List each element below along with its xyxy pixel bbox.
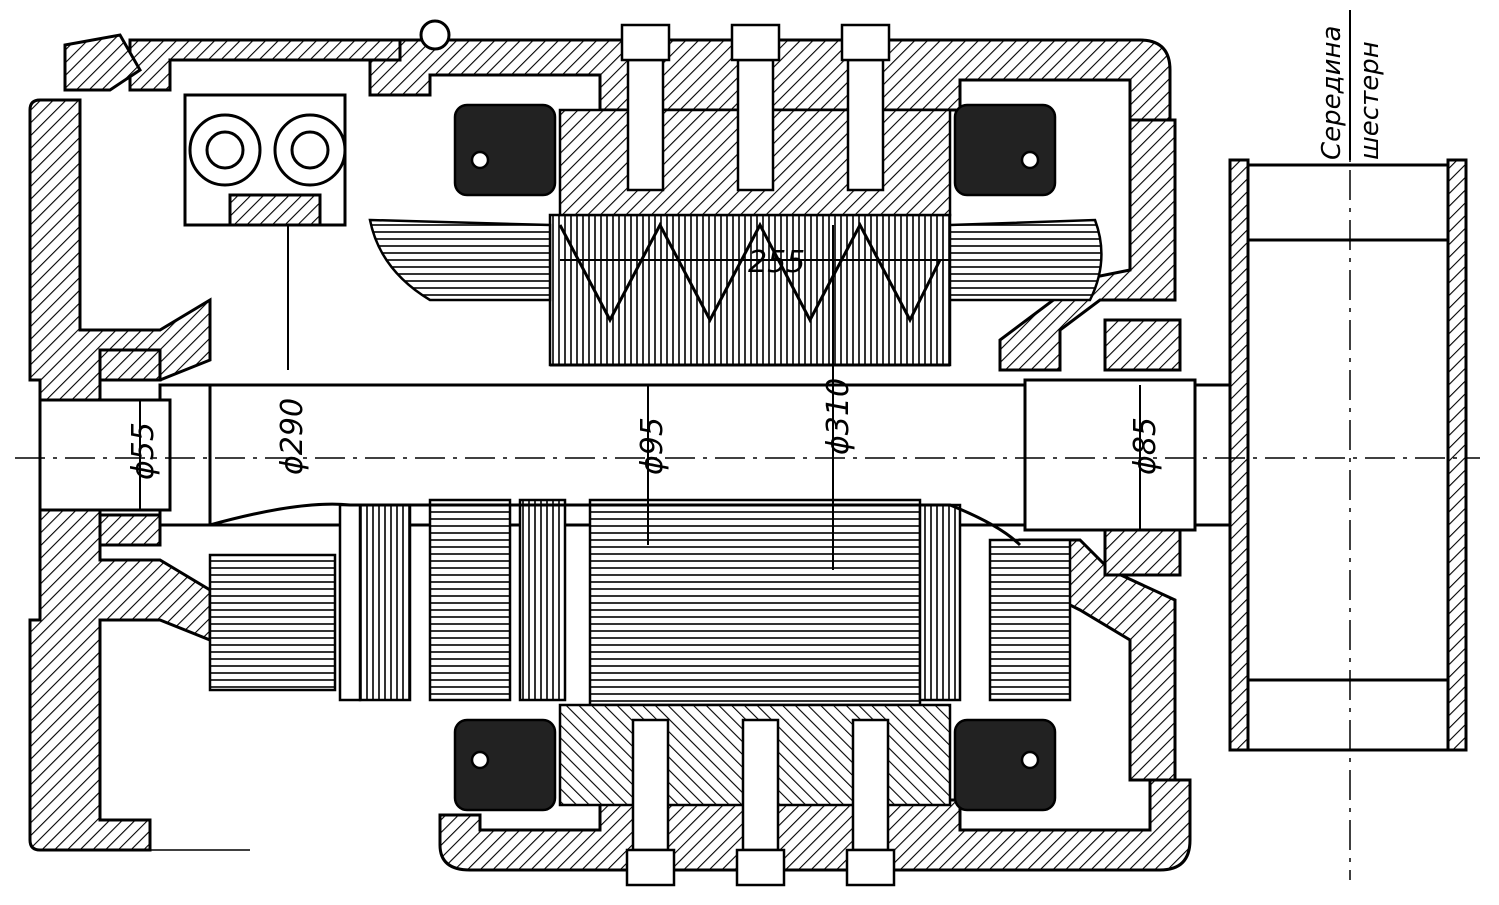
dimension-d310: ϕ310 <box>821 378 856 455</box>
centerlines <box>15 20 1480 880</box>
left-bearing-cap-bottom <box>98 513 162 547</box>
dimension-255: 255 <box>748 245 805 280</box>
field-coil-bottom-left <box>453 718 557 812</box>
end-winding-top-left <box>368 218 552 302</box>
dimension-d55: ϕ55 <box>126 422 161 480</box>
pole-bolt-1-top <box>626 58 665 192</box>
note-line-1: Середина <box>1317 26 1347 160</box>
hinge-pin <box>419 19 451 51</box>
note-line-2: шестерн <box>1355 41 1385 160</box>
dimension-lines <box>139 225 1141 570</box>
dimension-labels: ϕ290 ϕ95 ϕ310 ϕ85 ϕ55 255 <box>126 245 1163 480</box>
left-bearing-cap-top <box>98 348 162 382</box>
stator-bottom <box>453 703 1057 887</box>
pole-bolt-3-bottom <box>851 718 890 852</box>
dimension-d95: ϕ95 <box>635 417 670 475</box>
pole-bolt-3-top <box>846 58 885 192</box>
brush-frame <box>128 38 402 92</box>
field-coil-bottom-right <box>953 718 1057 812</box>
dimension-d85: ϕ85 <box>1128 417 1163 475</box>
field-coil-top-left <box>453 103 557 197</box>
end-winding-top-right <box>948 218 1103 302</box>
brush-holder <box>183 19 451 227</box>
top-left-lid <box>63 33 142 92</box>
field-coil-top-right <box>953 103 1057 197</box>
pole-bolt-2-bottom <box>741 718 780 852</box>
gear-center-note: Середина шестерн <box>1317 10 1385 160</box>
dimension-d290: ϕ290 <box>275 398 310 475</box>
pole-bolt-2-top <box>736 58 775 192</box>
armature-core-lower <box>208 498 1072 707</box>
gear-drum <box>1228 158 1468 752</box>
stator-top <box>368 23 1103 302</box>
right-bearing-cap-bottom <box>1103 523 1182 577</box>
right-bearing-cap-top <box>1103 318 1182 372</box>
armature-core-upper <box>548 213 952 367</box>
pole-bolt-1-bottom <box>631 718 670 852</box>
shaft-left-journal <box>38 398 172 512</box>
shaft-right-step <box>1023 378 1197 532</box>
